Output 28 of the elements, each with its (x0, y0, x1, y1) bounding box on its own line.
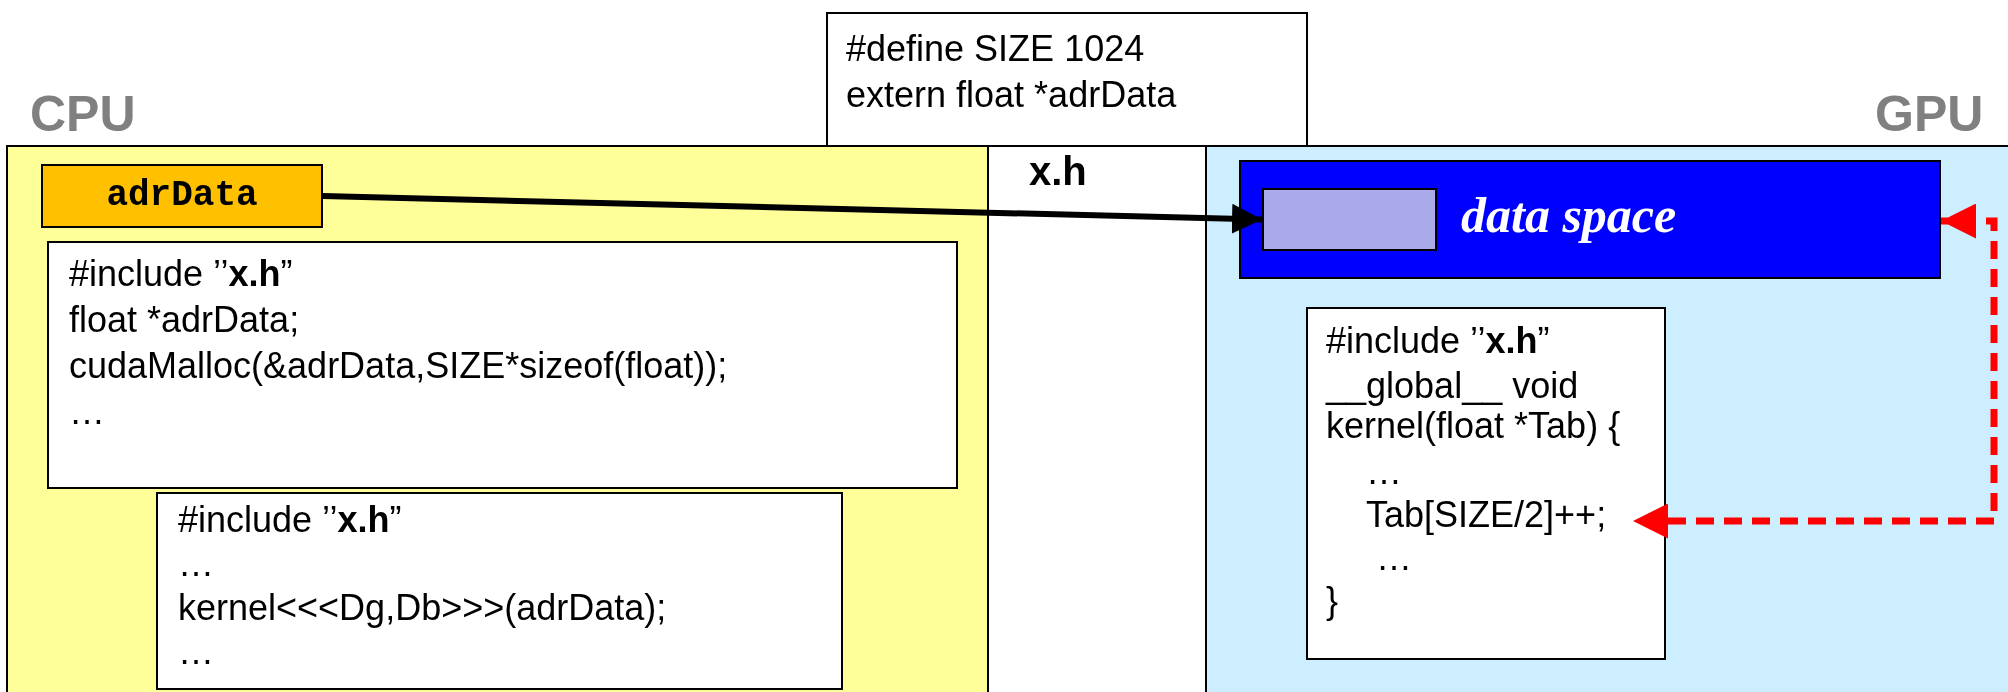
code-line: extern float *adrData (846, 73, 1177, 117)
code-line: float *adrData; (69, 298, 300, 342)
code-line: … (1365, 450, 1402, 493)
code-box (47, 241, 958, 489)
arrow (322, 193, 1263, 234)
code-line: cudaMalloc(&adrData,SIZE*sizeof(float)); (69, 344, 728, 388)
code-line: #define SIZE 1024 (846, 27, 1145, 71)
code-box (156, 492, 843, 690)
code-line: #include ’’x.h” (178, 498, 402, 542)
memory-bar (1239, 160, 1941, 279)
bar-label: data space (1461, 186, 1677, 244)
code-line: … (1375, 536, 1412, 579)
code-box (1306, 307, 1666, 660)
panel-heading: GPU (1875, 85, 1984, 143)
panel-heading: CPU (30, 85, 136, 143)
code-line: … (178, 542, 214, 586)
memory-slot (1262, 188, 1437, 251)
code-line: __global__ void kernel(float *Tab) { (1326, 366, 1622, 446)
code-line: #include ’’x.h” (69, 252, 293, 296)
variable-tag: adrData (41, 164, 323, 228)
arrow (1633, 203, 1998, 539)
code-line: kernel<<<Dg,Db>>>(adrData); (178, 586, 667, 630)
code-line: } (1326, 579, 1339, 622)
file-name-label: x.h (1029, 151, 1087, 191)
code-line: … (178, 630, 214, 674)
code-line: #include ’’x.h” (1326, 319, 1550, 362)
code-line: Tab[SIZE/2]++; (1365, 493, 1607, 536)
code-line: … (69, 390, 105, 434)
